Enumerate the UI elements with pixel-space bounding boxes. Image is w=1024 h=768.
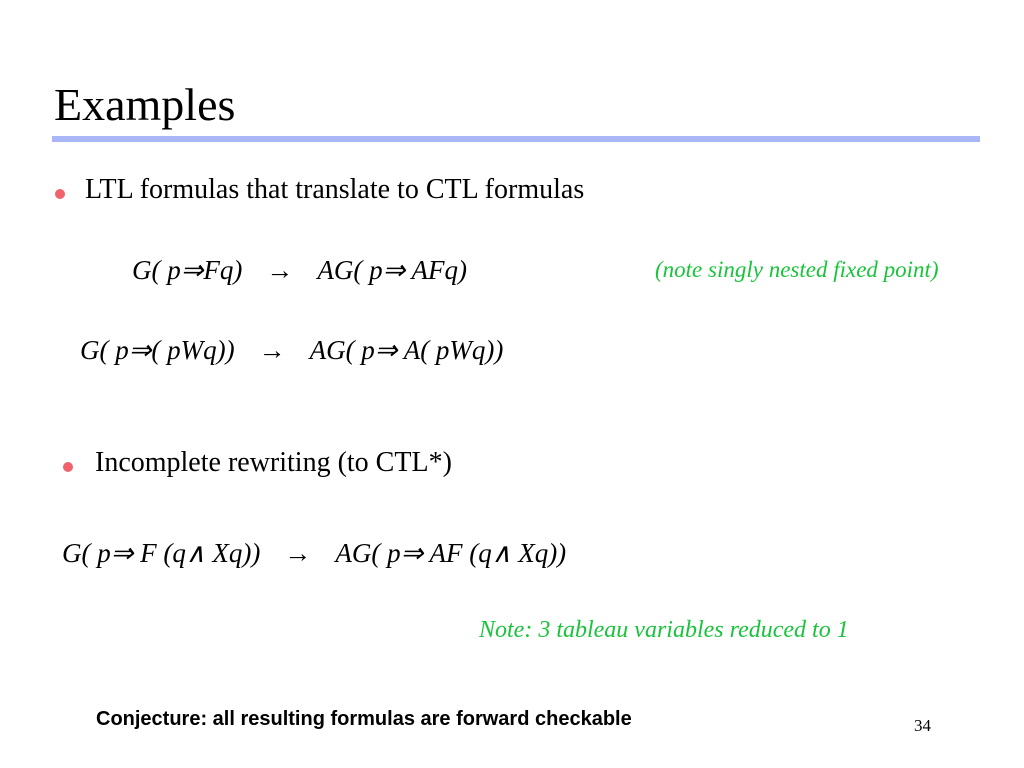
bullet-text-incomplete-rewriting: Incomplete rewriting (to CTL*) (95, 447, 452, 478)
title-underline (52, 136, 980, 142)
arrow-icon: → (284, 538, 312, 568)
formula-globally-eventually-next: G( p⇒ F (q∧ Xq)) → AG( p⇒ AF (q∧ Xq)) (62, 536, 566, 570)
formula-ctl: AG( p⇒ AFq) (317, 255, 467, 285)
bullet-icon (55, 189, 65, 199)
formula-globally-eventually: G( p⇒Fq) → AG( p⇒ AFq) (132, 253, 467, 287)
conjecture-text: Conjecture: all resulting formulas are f… (96, 708, 632, 730)
note-tableau-variables: Note: 3 tableau variables reduced to 1 (479, 617, 849, 643)
bullet-icon (63, 462, 73, 472)
arrow-icon: → (266, 255, 294, 285)
formula-globally-weak-until: G( p⇒( pWq)) → AG( p⇒ A( pWq)) (80, 333, 503, 367)
slide-title: Examples (54, 79, 236, 130)
arrow-icon: → (258, 335, 286, 365)
formula-ltl: G( p⇒( pWq)) (80, 335, 235, 365)
formula-ltl: G( p⇒ F (q∧ Xq)) (62, 538, 261, 568)
note-fixed-point: (note singly nested fixed point) (655, 257, 939, 282)
formula-ctl: AG( p⇒ A( pWq)) (309, 335, 504, 365)
formula-ltl: G( p⇒Fq) (132, 255, 243, 285)
formula-ctl-star: AG( p⇒ AF (q∧ Xq)) (335, 538, 567, 568)
bullet-text-ltl-to-ctl: LTL formulas that translate to CTL formu… (85, 174, 585, 205)
page-number: 34 (914, 716, 931, 735)
